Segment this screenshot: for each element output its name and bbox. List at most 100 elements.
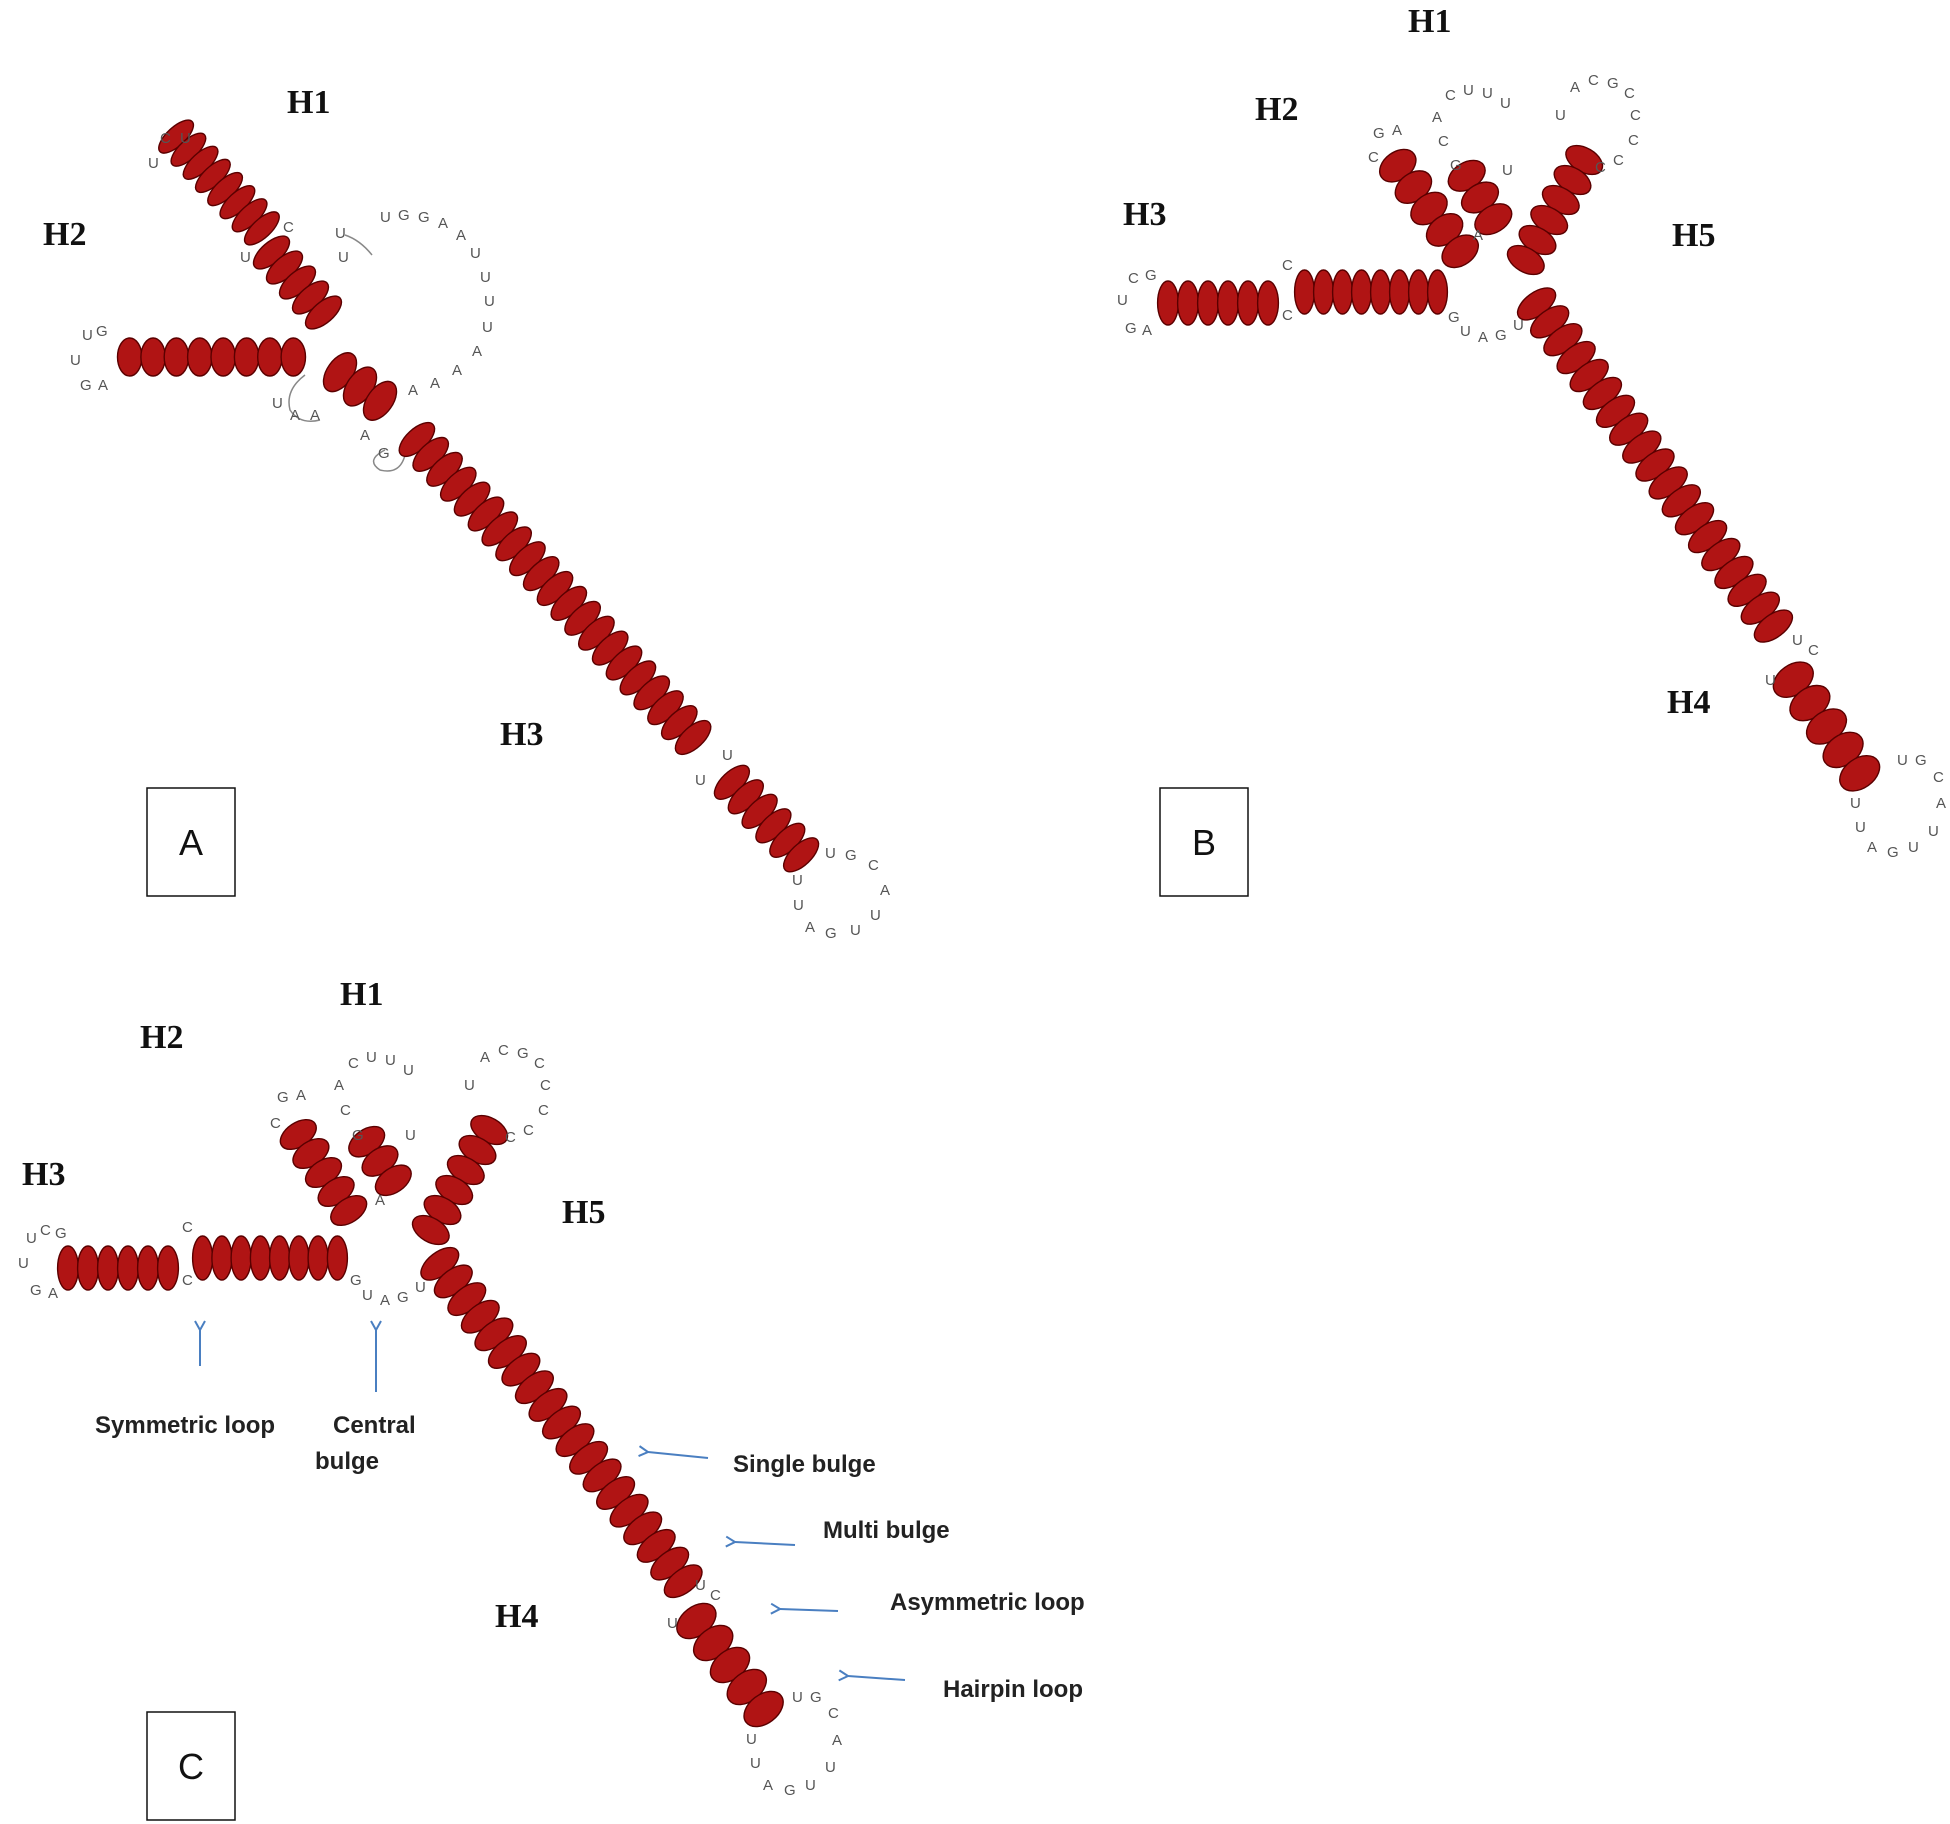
loops-c: U C G U G A C C G A C C U U U A C G U A … xyxy=(18,1042,842,1799)
base-pair xyxy=(1196,280,1220,326)
helix-label: H3 xyxy=(500,716,543,753)
nt: A xyxy=(98,377,108,394)
nt: U xyxy=(695,772,706,789)
nt: C xyxy=(1445,87,1456,104)
base-pair xyxy=(411,1214,450,1246)
nt: G xyxy=(1450,157,1462,174)
nt: C xyxy=(40,1222,51,1239)
nt: A xyxy=(1570,79,1580,96)
nt: U xyxy=(484,293,495,310)
nt: A xyxy=(375,1192,385,1209)
nt: A xyxy=(1142,322,1152,339)
nt: U xyxy=(792,872,803,889)
base-pair xyxy=(243,211,280,246)
loop-h2-a: U G U G A xyxy=(70,323,108,394)
annotation-arrows xyxy=(200,1330,906,1680)
helix-label: H2 xyxy=(1255,91,1298,128)
arrow-asymmetric-loop xyxy=(780,1609,839,1611)
nt: U xyxy=(464,1077,475,1094)
nt: U xyxy=(385,1052,396,1069)
nt: U xyxy=(850,922,861,939)
base-pair xyxy=(1407,269,1430,315)
nt: C xyxy=(1282,307,1293,324)
nt: U xyxy=(1908,839,1919,856)
nt: U xyxy=(403,1062,414,1079)
nt: C xyxy=(283,219,294,236)
nt: U xyxy=(746,1731,757,1748)
nt: A xyxy=(380,1292,390,1309)
nt: A xyxy=(1478,329,1488,346)
base-pair xyxy=(76,1245,100,1291)
nt: C xyxy=(710,1587,721,1604)
base-pair xyxy=(1441,234,1479,269)
nt: G xyxy=(96,323,108,340)
base-pair xyxy=(96,1245,120,1291)
nt: U xyxy=(482,319,493,336)
annotation-hairpin-loop: Hairpin loop xyxy=(943,1676,1083,1703)
panel-letter-box xyxy=(146,787,236,897)
nt: U xyxy=(1928,823,1939,840)
panel-a: C U U U G U G A U G G A A U U U U A A A … xyxy=(43,84,890,942)
nt: U xyxy=(70,352,81,369)
nt: C xyxy=(182,1219,193,1236)
base-pair xyxy=(330,1194,368,1227)
nt: U xyxy=(1792,632,1803,649)
nt: A xyxy=(452,362,462,379)
nt: U xyxy=(362,1287,373,1304)
nt: A xyxy=(438,215,448,232)
nt: U xyxy=(695,1577,706,1594)
nt: C xyxy=(182,1272,193,1289)
nt: C xyxy=(534,1055,545,1072)
base-pair xyxy=(1506,244,1545,276)
nt: C xyxy=(498,1042,509,1059)
base-pair xyxy=(210,337,237,377)
base-pair xyxy=(288,1235,310,1281)
helix-stacks-b xyxy=(1156,144,1881,792)
nt: G xyxy=(352,1127,364,1144)
nt: C xyxy=(538,1102,549,1119)
panel-b: C G U G A C C G A C C U U U A C G U A C … xyxy=(1117,3,1946,897)
nt: U xyxy=(1765,672,1776,689)
nt: G xyxy=(1495,327,1507,344)
nt: C xyxy=(1588,72,1599,89)
nt: A xyxy=(1936,795,1946,812)
base-pair xyxy=(326,1235,349,1281)
nt: U xyxy=(335,225,346,242)
nt: C xyxy=(1613,152,1624,169)
nt: G xyxy=(55,1225,67,1242)
nt: U xyxy=(1460,323,1471,340)
nt: A xyxy=(430,375,440,392)
base-pair xyxy=(249,1235,272,1281)
nt: U xyxy=(792,1689,803,1706)
helix-label: H1 xyxy=(287,84,330,121)
helix-label: H4 xyxy=(1667,684,1710,721)
nt: U xyxy=(667,1615,678,1632)
base-pair xyxy=(1236,280,1260,326)
nt: U xyxy=(750,1755,761,1772)
nt: A xyxy=(408,382,418,399)
nt: A xyxy=(832,1732,842,1749)
helix-stacks-c xyxy=(56,1114,784,1728)
nt: C xyxy=(1630,107,1641,124)
nt: U xyxy=(180,130,191,147)
nt: C xyxy=(1933,769,1944,786)
base-pair xyxy=(663,1564,703,1599)
nt: U xyxy=(1850,795,1861,812)
nt: G xyxy=(397,1289,409,1306)
nt: U xyxy=(793,897,804,914)
base-pair xyxy=(1369,269,1392,315)
nt: C xyxy=(828,1705,839,1722)
nt: U xyxy=(1555,107,1566,124)
nt: A xyxy=(1432,109,1442,126)
base-pair xyxy=(1216,280,1240,326)
nt: U xyxy=(405,1127,416,1144)
annotation-central-bulge-line1: Central xyxy=(333,1412,416,1439)
helix-label: H2 xyxy=(43,216,86,253)
panel-letter: B xyxy=(1192,822,1216,863)
nt: U xyxy=(1502,162,1513,179)
nt: C xyxy=(523,1122,534,1139)
base-pair xyxy=(1156,280,1180,326)
base-pair xyxy=(1753,609,1794,643)
base-pair xyxy=(116,1245,140,1291)
